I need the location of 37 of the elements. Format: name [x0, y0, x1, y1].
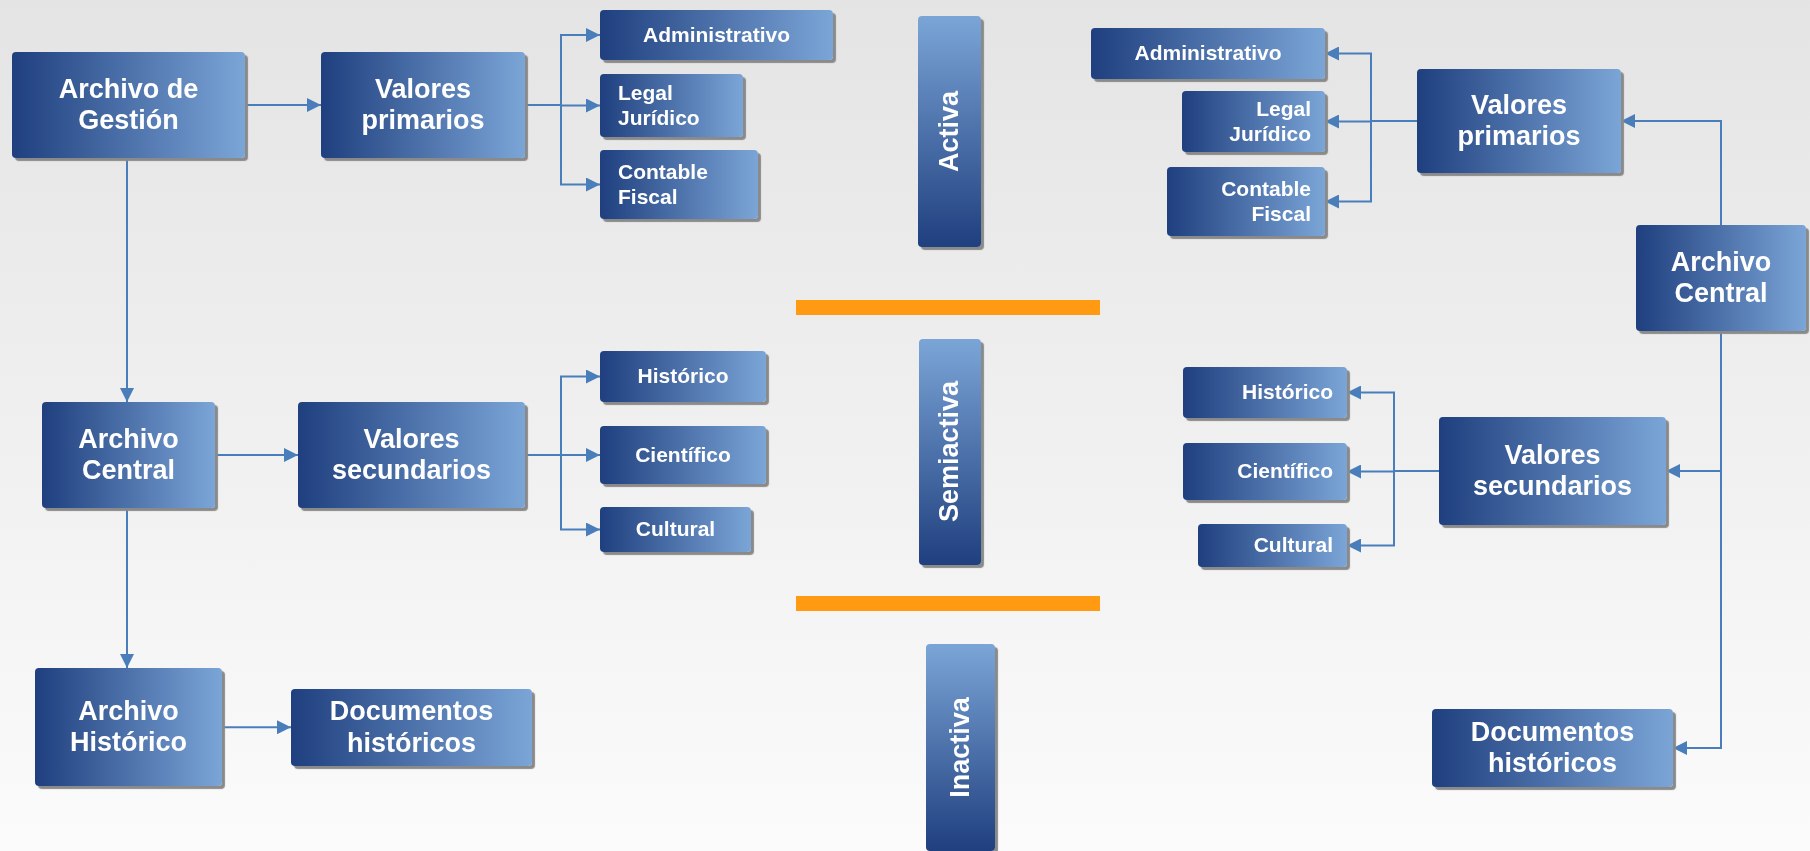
value-box: Cultural	[1198, 524, 1347, 567]
divider-bar	[796, 300, 1100, 315]
archive-box: Valores secundarios	[298, 402, 525, 508]
value-box: Cultural	[600, 507, 751, 552]
arrow	[120, 157, 134, 403]
value-box: Científico	[1183, 443, 1347, 500]
archive-box: Valores primarios	[1417, 69, 1621, 173]
value-box: Histórico	[600, 351, 766, 402]
archive-box: Valores secundarios	[1439, 417, 1666, 525]
archive-box: Valores primarios	[321, 52, 525, 158]
arrow	[120, 507, 134, 669]
phase-bar: Semiactiva	[919, 339, 981, 565]
phase-bar: Inactiva	[926, 644, 995, 851]
value-box: Contable Fiscal	[1167, 167, 1325, 236]
arrow	[1324, 120, 1418, 209]
phase-bar: Activa	[918, 16, 981, 247]
arrow	[214, 448, 299, 462]
arrow	[1346, 470, 1440, 553]
value-box: Legal Jurídico	[600, 74, 743, 137]
value-box: Administrativo	[1091, 28, 1325, 79]
value-box: Administrativo	[600, 10, 833, 60]
divider-bar	[796, 596, 1100, 611]
arrow	[524, 104, 601, 192]
value-box: Legal Jurídico	[1182, 91, 1325, 152]
archive-box: Documentos históricos	[291, 689, 532, 766]
archive-box: Archivo de Gestión	[12, 52, 245, 158]
arrow	[244, 98, 322, 112]
arrow	[524, 454, 601, 537]
value-box: Contable Fiscal	[600, 150, 758, 219]
archive-box: Archivo Central	[42, 402, 215, 508]
arrow	[221, 720, 292, 735]
archive-box: Documentos históricos	[1432, 709, 1673, 787]
value-box: Histórico	[1183, 367, 1347, 418]
arrow	[1620, 114, 1722, 226]
archive-box: Archivo Histórico	[35, 668, 222, 786]
archive-box: Archivo Central	[1636, 225, 1806, 331]
value-box: Científico	[600, 426, 766, 484]
